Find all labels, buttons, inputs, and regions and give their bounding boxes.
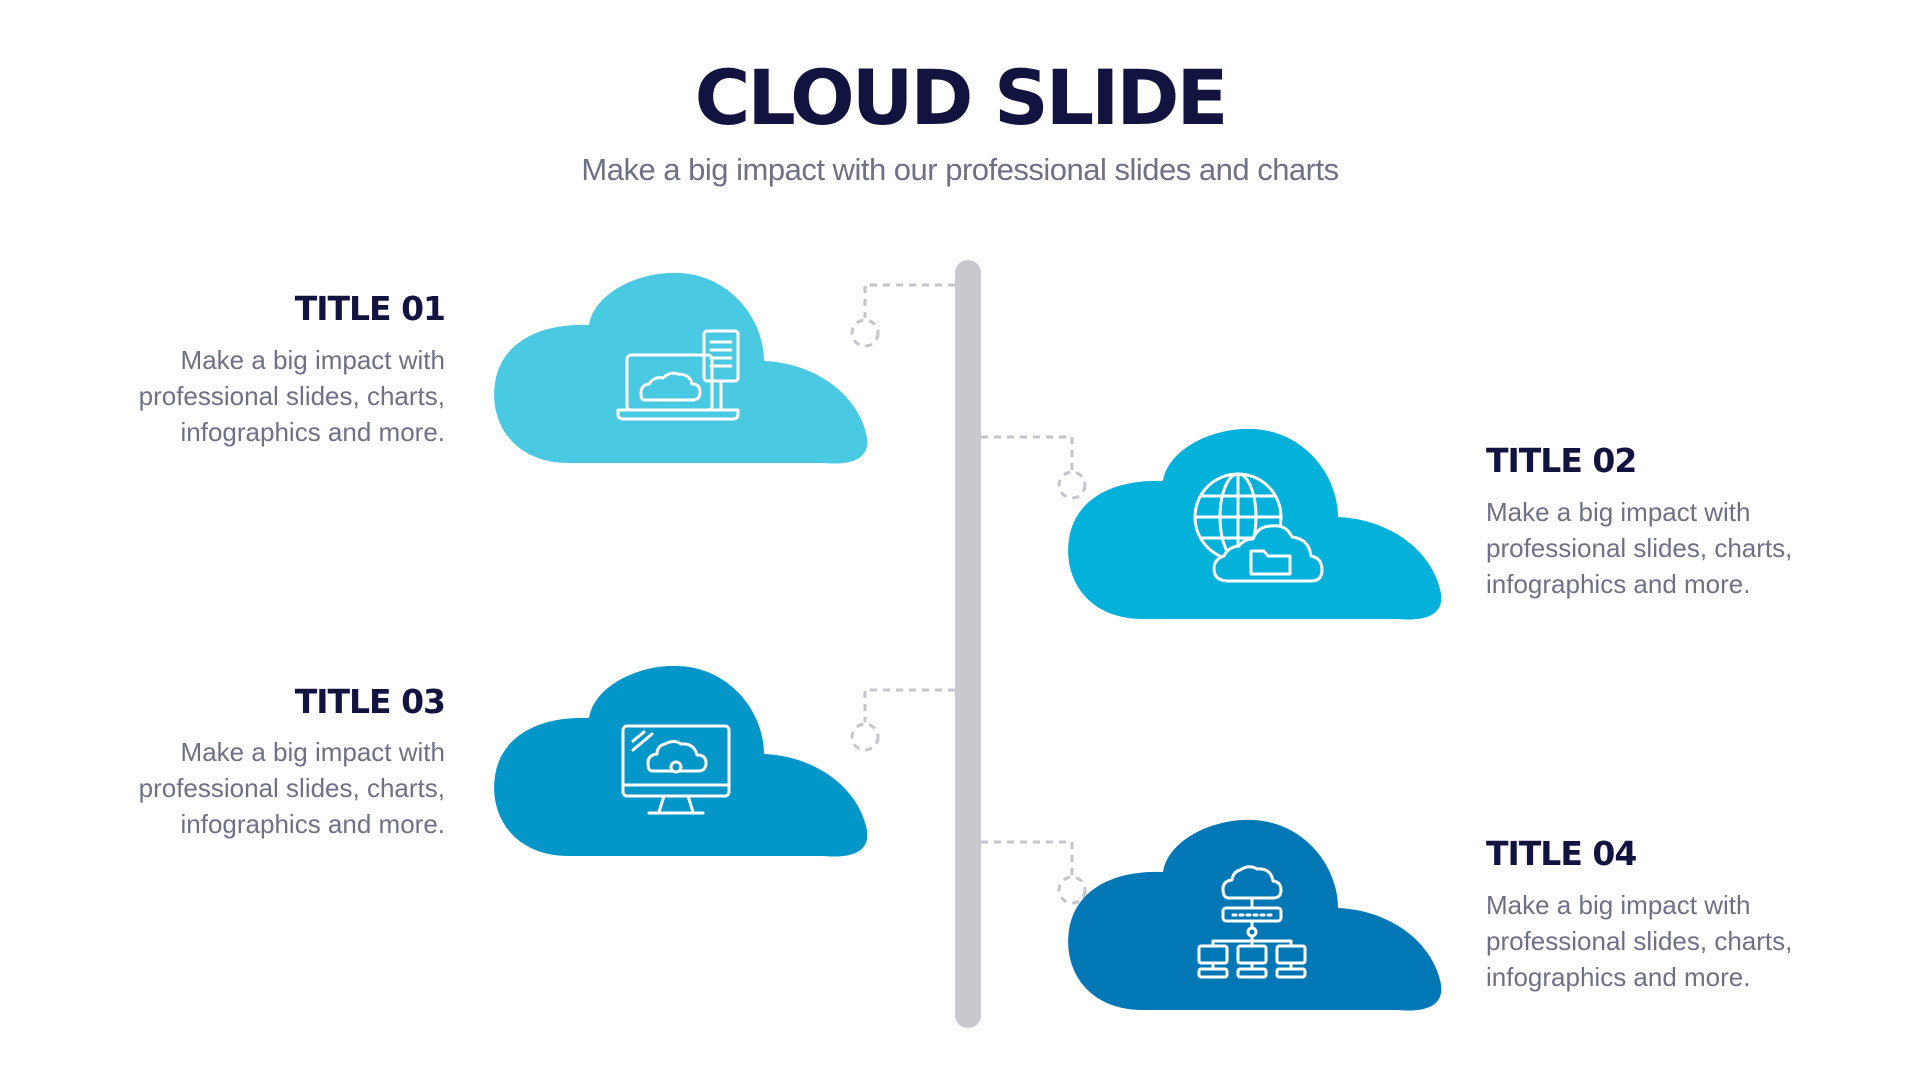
item-02-description: Make a big impact with professional slid… bbox=[1486, 497, 1793, 599]
item-04-title: TITLE 04 bbox=[1486, 834, 1637, 873]
cloud-03-shape bbox=[494, 665, 868, 857]
cloud-network-icon bbox=[1197, 865, 1307, 979]
cloud-01-shape bbox=[494, 272, 868, 464]
item-01-description: Make a big impact with professional slid… bbox=[138, 345, 445, 447]
item-01-title: TITLE 01 bbox=[294, 289, 446, 328]
monitor-cloud-icon bbox=[621, 724, 731, 815]
connector-03 bbox=[850, 688, 955, 752]
slide-title: CLOUD SLIDE bbox=[694, 53, 1229, 142]
cloud-02 bbox=[1068, 428, 1442, 620]
slide-subtitle: Make a big impact with our professional … bbox=[581, 152, 1339, 187]
item-03-title: TITLE 03 bbox=[294, 682, 446, 721]
laptop-cloud-server-icon bbox=[616, 329, 740, 421]
item-02-title: TITLE 02 bbox=[1486, 441, 1637, 480]
cloud-01 bbox=[494, 272, 868, 464]
connector-01 bbox=[850, 283, 955, 348]
connector-02 bbox=[981, 435, 1087, 500]
item-04-description: Make a big impact with professional slid… bbox=[1486, 890, 1793, 992]
cloud-04 bbox=[1068, 819, 1442, 1011]
globe-cloud-folder-icon bbox=[1193, 472, 1324, 583]
item-03-description: Make a big impact with professional slid… bbox=[138, 737, 445, 839]
cloud-03 bbox=[494, 665, 868, 857]
connector-04 bbox=[981, 840, 1087, 905]
timeline-bar bbox=[955, 260, 981, 1028]
